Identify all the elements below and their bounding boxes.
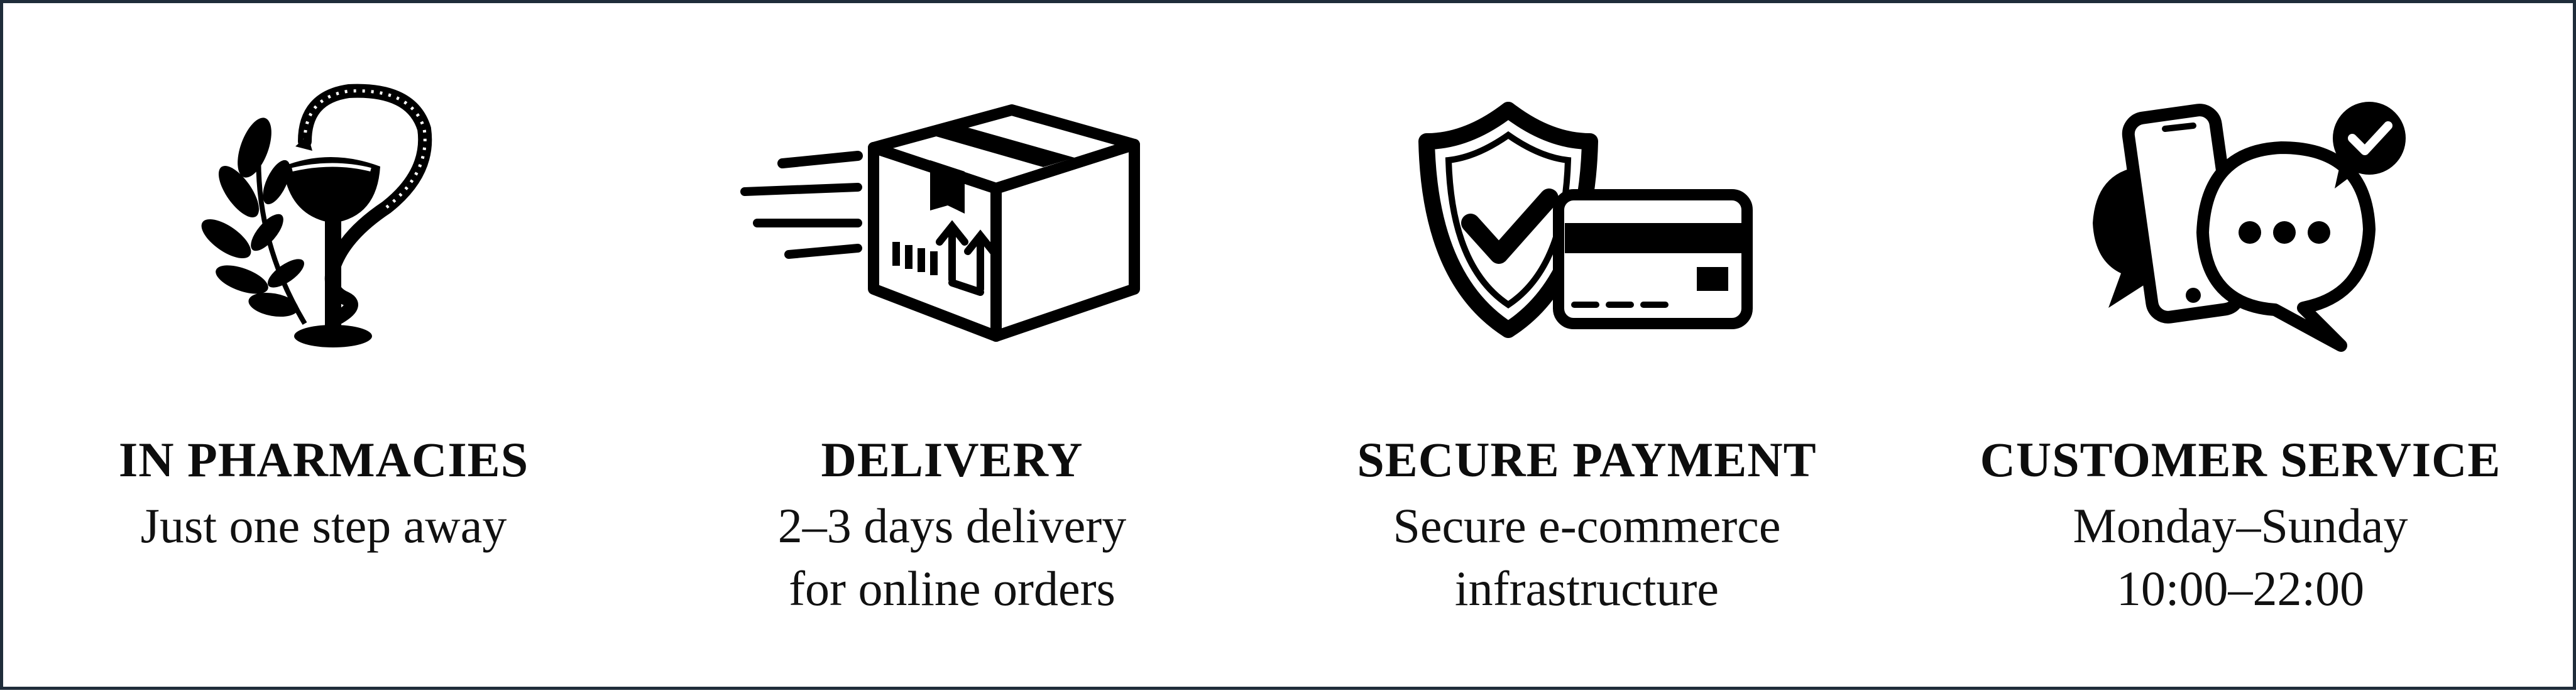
feature-description: 2–3 days delivery for online orders: [669, 494, 1235, 620]
feature-description: Just one step away: [41, 494, 606, 557]
description-line: for online orders: [789, 561, 1115, 616]
feature-title: IN PHARMACIES: [118, 432, 529, 487]
description-line: 2–3 days delivery: [777, 498, 1127, 553]
feature-description: Monday–Sunday 10:00–22:00: [1958, 494, 2523, 620]
feature-title: CUSTOMER SERVICE: [1980, 432, 2501, 487]
delivery-box-icon: [669, 72, 1235, 386]
feature-pharmacies: IN PHARMACIES Just one step away: [41, 3, 606, 693]
description-line: Just one step away: [140, 498, 507, 553]
phone-chat-icon: [1958, 72, 2523, 386]
feature-customer-service: CUSTOMER SERVICE Monday–Sunday 10:00–22:…: [1958, 3, 2523, 693]
feature-description: Secure e-commerce infrastructure: [1304, 494, 1870, 620]
feature-secure-payment: SECURE PAYMENT Secure e-commerce infrast…: [1304, 3, 1870, 693]
description-line: infrastructure: [1454, 561, 1719, 616]
feature-delivery: DELIVERY 2–3 days delivery for online or…: [669, 3, 1235, 693]
description-line: Monday–Sunday: [2073, 498, 2408, 553]
feature-title: DELIVERY: [821, 432, 1083, 487]
caduceus-bowl-icon: [41, 72, 606, 386]
description-line: Secure e-commerce: [1393, 498, 1781, 553]
description-line: 10:00–22:00: [2116, 561, 2365, 616]
feature-title: SECURE PAYMENT: [1357, 432, 1817, 487]
shield-card-icon: [1304, 72, 1870, 386]
